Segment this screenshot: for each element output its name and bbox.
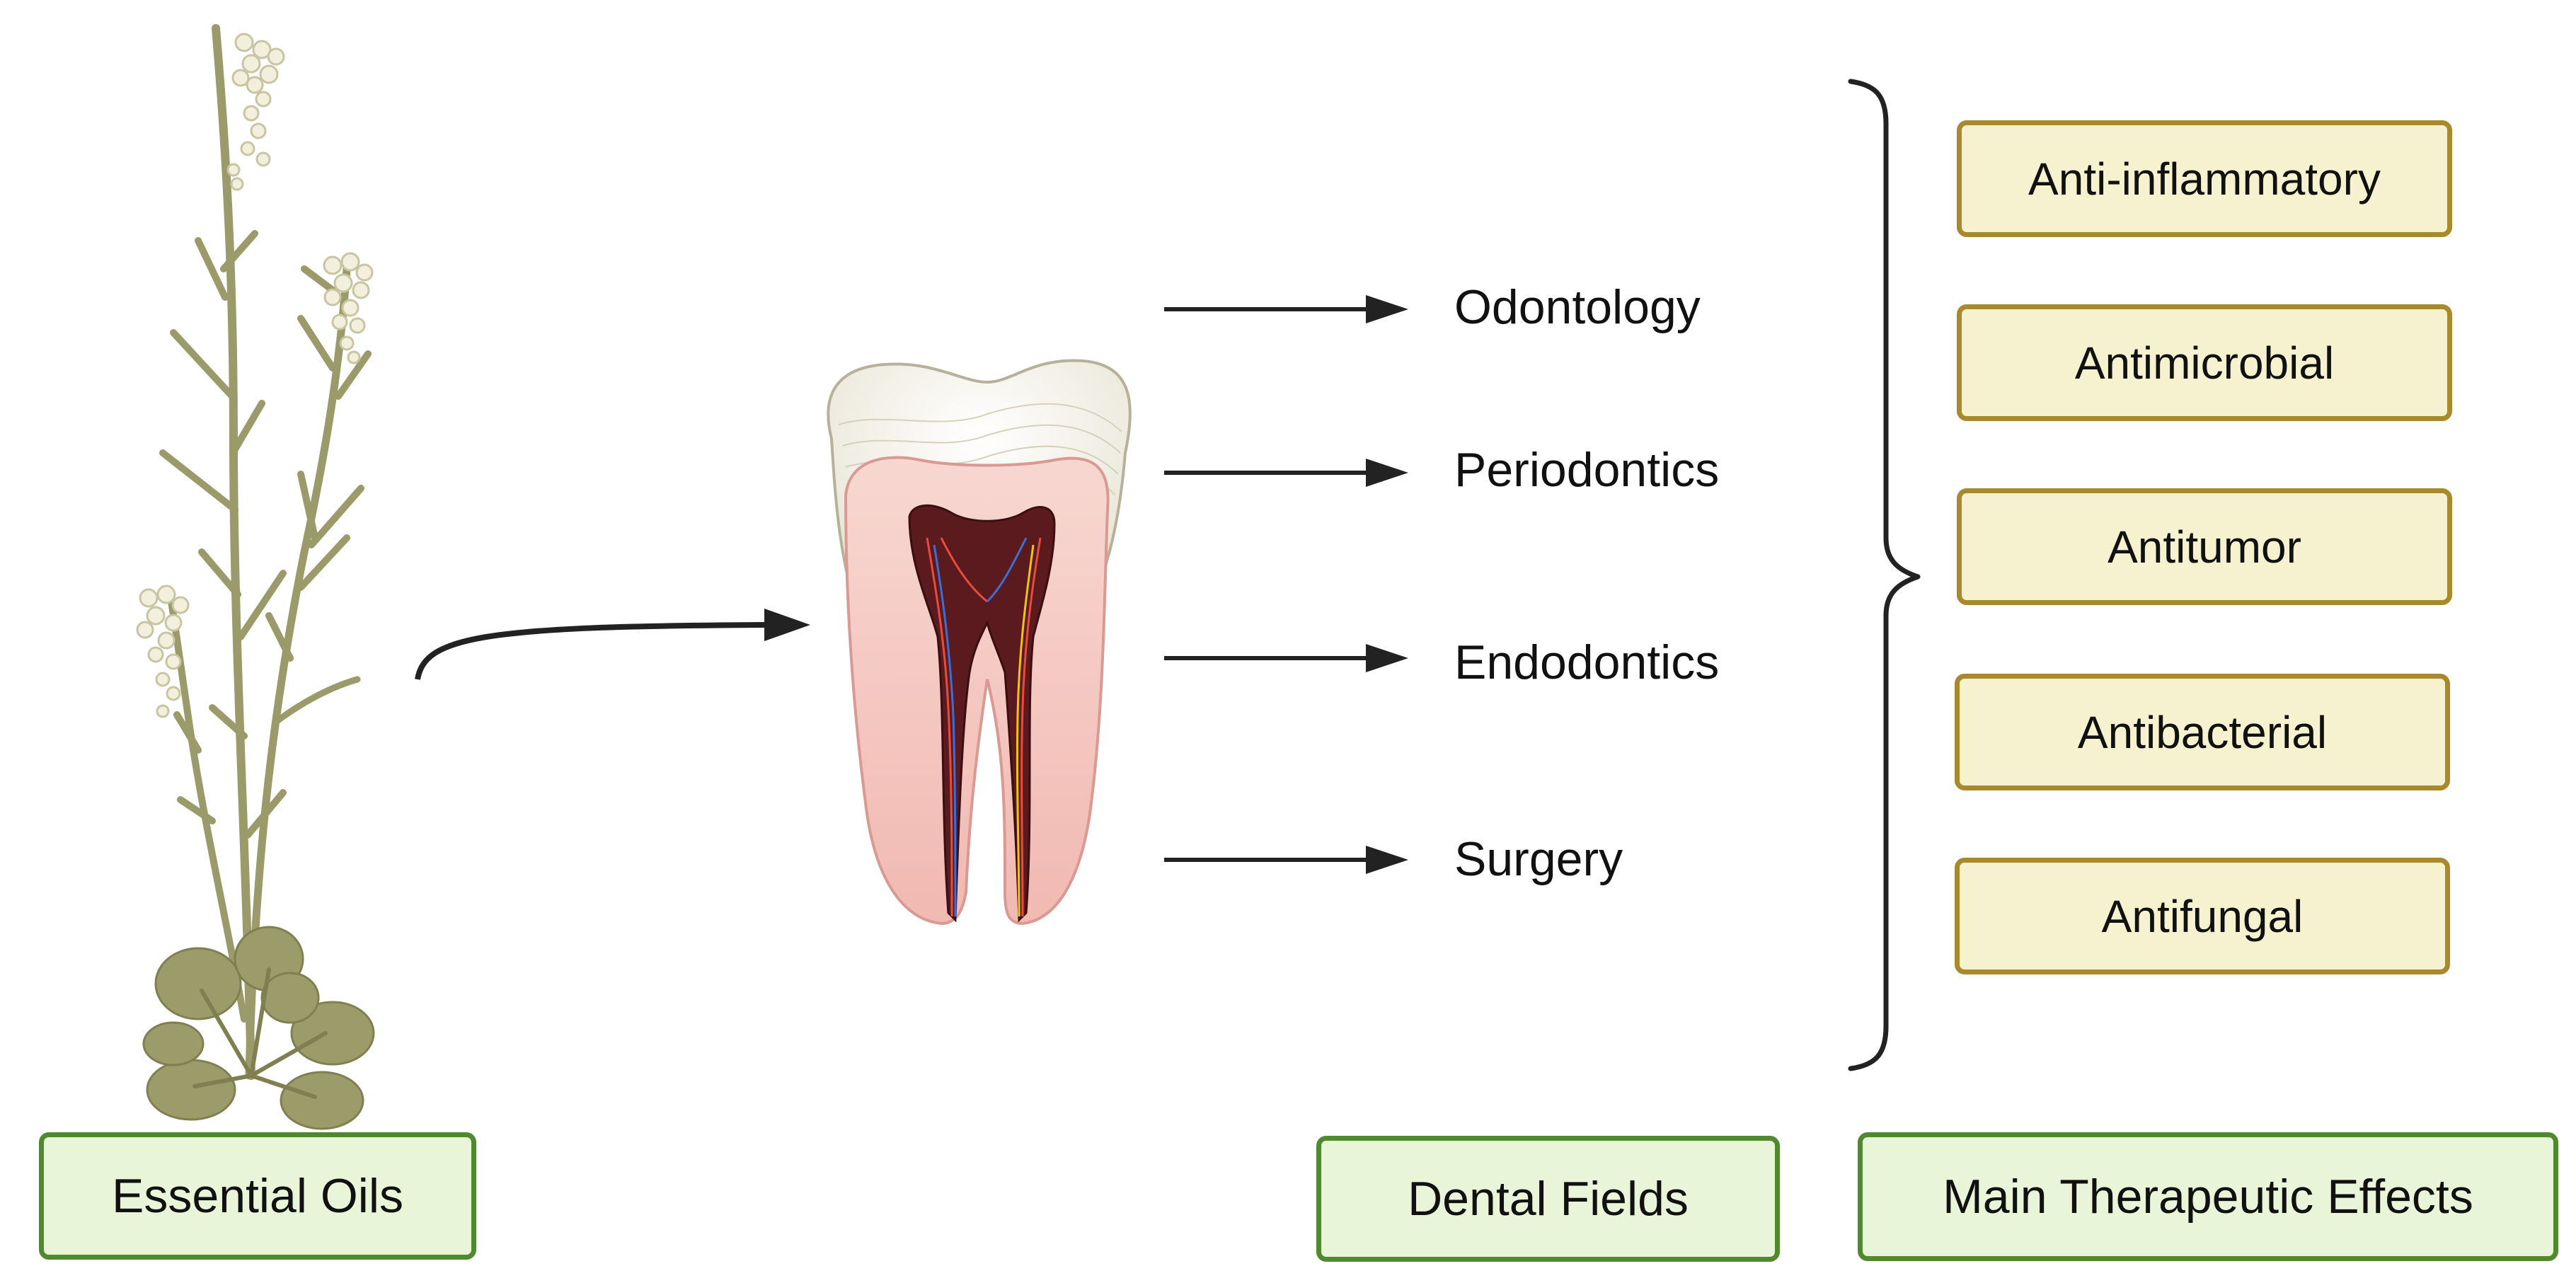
effect-label: Antifungal [2101,890,2304,942]
category-label: Essential Oils [112,1169,403,1223]
effect-box-antitumor: Antitumor [1957,488,2452,605]
curved-arrow-head [764,609,810,641]
curly-brace [1848,79,1921,1071]
plant-illustration [136,24,375,1130]
category-label: Main Therapeutic Effects [1943,1170,2473,1224]
effect-label: Anti-inflammatory [2028,153,2381,205]
effect-label: Antibacterial [2077,706,2328,758]
field-label-endodontics: Endodontics [1454,635,1720,689]
category-label: Dental Fields [1408,1172,1689,1226]
effect-label: Antitumor [2108,521,2301,573]
field-label-odontology: Odontology [1454,280,1701,334]
effect-label: Antimicrobial [2074,337,2335,389]
effect-box-antimicrobial: Antimicrobial [1957,304,2452,421]
effect-box-antibacterial: Antibacterial [1955,674,2450,790]
field-label-periodontics: Periodontics [1454,443,1720,497]
effect-box-antifungal: Antifungal [1955,858,2450,974]
field-arrows [1164,295,1408,874]
category-box-dental-fields: Dental Fields [1316,1136,1780,1262]
category-box-essential-oils: Essential Oils [39,1132,476,1260]
effect-box-anti-inflammatory: Anti-inflammatory [1957,120,2452,237]
category-box-therapeutic-effects: Main Therapeutic Effects [1858,1132,2558,1261]
tooth-illustration [827,359,1132,926]
field-label-surgery: Surgery [1454,832,1623,886]
curved-arrow [415,622,765,680]
